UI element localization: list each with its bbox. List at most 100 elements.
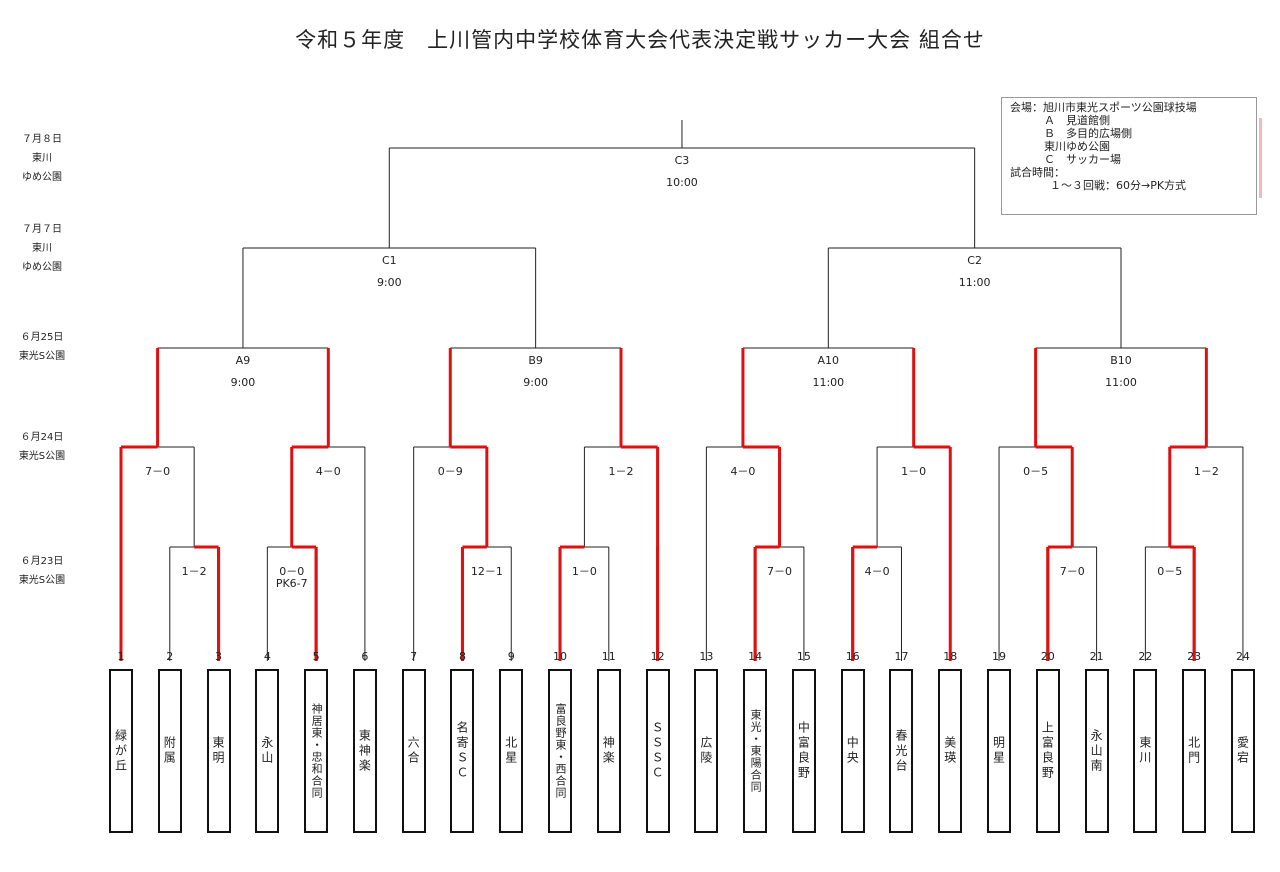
- team-number: 4: [263, 650, 271, 663]
- team-number: 13: [699, 650, 714, 663]
- day-place: 東光S公園: [18, 451, 66, 462]
- team-number: 24: [1235, 650, 1250, 663]
- day-place: 東川: [32, 243, 52, 254]
- team-number: 3: [215, 650, 223, 663]
- team-box: 上富良野: [1035, 669, 1060, 833]
- venue-heading: 会場：旭川市東光スポーツ公園球技場: [1010, 101, 1197, 114]
- team-number: 2: [166, 650, 174, 663]
- day-date: ７月７日: [22, 224, 62, 235]
- team-number: 15: [796, 650, 811, 663]
- round3-match-time: 11:00: [1105, 376, 1137, 389]
- round2-score: 4－0: [730, 465, 755, 478]
- round1-score: 7－0: [1060, 565, 1085, 578]
- team-name: 東川: [1137, 736, 1152, 766]
- team-number: 16: [845, 650, 860, 663]
- team-name: 春光台: [893, 728, 908, 774]
- semifinal-match-code: C2: [967, 254, 982, 267]
- team-number: 5: [312, 650, 320, 663]
- team-number: 8: [458, 650, 466, 663]
- team-box: 美瑛: [938, 669, 963, 833]
- round2-score: 0－5: [1023, 465, 1048, 478]
- team-box: 神居東・忠和合同: [304, 669, 329, 833]
- round3-match-code: B9: [528, 354, 543, 367]
- team-number: 10: [553, 650, 568, 663]
- round2-score: 7－0: [145, 465, 170, 478]
- day-label-round3: ６月25日 東光S公園: [6, 328, 78, 366]
- team-box: 東神楽: [352, 669, 377, 833]
- team-number: 17: [894, 650, 909, 663]
- team-box: 北門: [1182, 669, 1207, 833]
- day-label-final: ７月８日 東川 ゆめ公園: [6, 130, 78, 187]
- round1-score: 0－5: [1157, 565, 1182, 578]
- team-box: 広陵: [694, 669, 719, 833]
- team-number: 9: [507, 650, 515, 663]
- day-place: ゆめ公園: [22, 262, 62, 273]
- final-match-time: 10:00: [666, 176, 698, 189]
- team-number: 1: [117, 650, 125, 663]
- round1-pk-score: PK6-7: [276, 577, 308, 590]
- day-date: ６月25日: [20, 332, 64, 343]
- team-name: 永山南: [1089, 728, 1104, 774]
- round1-score: 7－0: [767, 565, 792, 578]
- team-box: 神楽: [596, 669, 621, 833]
- team-number: 11: [601, 650, 616, 663]
- team-name: ＳＳＳＣ: [650, 721, 665, 781]
- team-number: 23: [1187, 650, 1202, 663]
- day-place: 東光S公園: [18, 575, 66, 586]
- team-box: 永山: [255, 669, 280, 833]
- round2-score: 1－0: [901, 465, 926, 478]
- team-name: 富良野東・西合同: [554, 703, 568, 799]
- team-number: 6: [361, 650, 369, 663]
- team-box: 東川: [1133, 669, 1158, 833]
- round1-score: 1－0: [572, 565, 597, 578]
- round3-match-time: 11:00: [812, 376, 844, 389]
- final-match-code: C3: [675, 154, 690, 167]
- team-name: 東神楽: [357, 728, 372, 774]
- day-label-semifinal: ７月７日 東川 ゆめ公園: [6, 220, 78, 277]
- day-label-round2: ６月24日 東光S公園: [6, 428, 78, 466]
- team-box: 名寄ＳＣ: [450, 669, 475, 833]
- round1-score: 0－0: [279, 565, 304, 578]
- team-number: 22: [1138, 650, 1153, 663]
- semifinal-match-time: 9:00: [377, 276, 402, 289]
- team-box: 東光・東陽合同: [743, 669, 768, 833]
- team-box: 六合: [401, 669, 426, 833]
- round1-score: 4－0: [865, 565, 890, 578]
- team-name: 六合: [406, 736, 421, 766]
- day-place: 東川: [32, 153, 52, 164]
- round3-match-code: B10: [1110, 354, 1132, 367]
- day-place: 東光S公園: [18, 351, 66, 362]
- team-name: 神居東・忠和合同: [310, 703, 324, 799]
- team-box: 北星: [499, 669, 524, 833]
- round3-match-code: A9: [236, 354, 251, 367]
- team-box: 愛宕: [1230, 669, 1255, 833]
- semifinal-match-code: C1: [382, 254, 397, 267]
- team-box: 緑が丘: [109, 669, 133, 833]
- team-name: 中富良野: [796, 721, 811, 781]
- time-rule: １～３回戦：60分→PK方式: [1050, 179, 1187, 192]
- round3-match-time: 9:00: [231, 376, 256, 389]
- team-number: 19: [992, 650, 1007, 663]
- time-heading: 試合時間：: [1010, 166, 1065, 179]
- team-name: 明星: [991, 736, 1006, 766]
- team-box: 明星: [987, 669, 1012, 833]
- day-date: ６月24日: [20, 432, 64, 443]
- venue-b: Ｂ 多目的広場側: [1044, 127, 1132, 140]
- team-number: 12: [650, 650, 665, 663]
- team-name: 附属: [162, 736, 177, 766]
- venue-2: 東川ゆめ公園: [1044, 140, 1110, 153]
- team-number: 20: [1040, 650, 1055, 663]
- team-name: 名寄ＳＣ: [454, 721, 469, 781]
- day-label-round1: ６月23日 東光S公園: [6, 552, 78, 590]
- page-title: 令和５年度 上川管内中学校体育大会代表決定戦サッカー大会 組合せ: [295, 28, 985, 52]
- team-number: 18: [943, 650, 958, 663]
- team-name: 東光・東陽合同: [749, 709, 763, 793]
- team-box: ＳＳＳＣ: [645, 669, 670, 833]
- edge-mark: [1259, 118, 1262, 198]
- team-box: 春光台: [889, 669, 914, 833]
- team-box: 東明: [206, 669, 231, 833]
- team-name: 東明: [211, 736, 226, 766]
- team-box: 中富良野: [791, 669, 816, 833]
- info-box: 会場：旭川市東光スポーツ公園球技場 Ａ 見道館側 Ｂ 多目的広場側 東川ゆめ公園…: [1001, 97, 1257, 215]
